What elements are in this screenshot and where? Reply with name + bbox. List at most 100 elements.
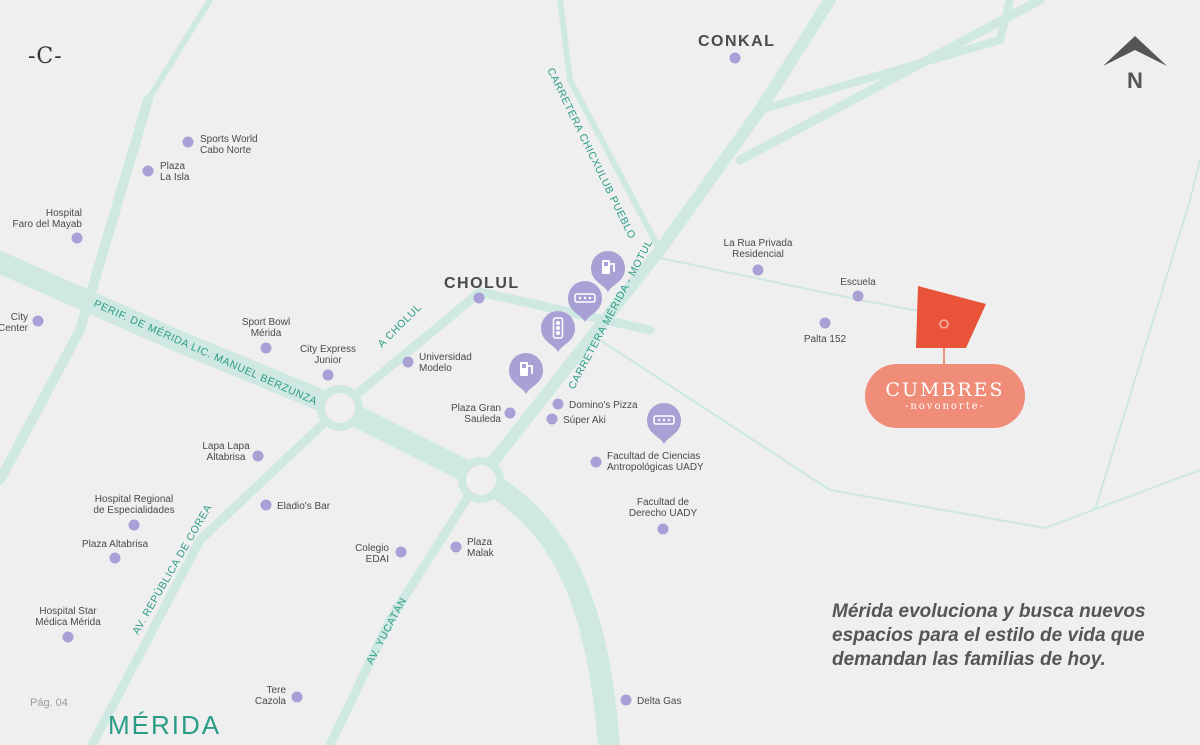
road-east-2 [599,339,1200,530]
tagline: Mérida evoluciona y busca nuevos espacio… [832,601,1146,670]
poi-city-center: City Center [0,312,44,334]
road-conkal-north [735,0,1045,165]
town-cholul-dot [473,292,485,304]
road-label-republica-corea: AV. REPÚBLICA DE COREA [129,502,214,637]
svg-text:Plaza Gran: Plaza Gran [451,403,501,414]
svg-text:Palta 152: Palta 152 [804,334,847,345]
svg-text:Antropológicas UADY: Antropológicas UADY [607,462,704,473]
svg-text:La Isla: La Isla [160,172,190,183]
poi-sports-world: Sports World Cabo Norte [182,134,258,156]
poi-tere-cazola: Tere Cazola [255,685,303,707]
svg-text:de Especialidades: de Especialidades [93,505,174,516]
poi-dominos: Domino's Pizza [552,398,638,411]
project-badge: CUMBRES -novonorte- [865,364,1025,428]
poi-hosp-regional: Hospital Regional de Especialidades [93,494,175,531]
restaurant-icon [647,403,681,444]
road-east-1 [659,257,941,316]
road-a-cholul [335,287,655,413]
svg-text:Escuela: Escuela [840,277,876,288]
svg-text:Tere: Tere [267,685,287,696]
svg-text:Universidad: Universidad [419,352,472,363]
restaurant-icon [568,281,602,322]
poi-eladios: Eladio's Bar [260,499,331,512]
poi-fac-antropologicas: Facultad de Ciencias Antropológicas UADY [590,451,704,473]
page-number: Pág. 04 [30,697,68,709]
svg-text:Mérida: Mérida [251,328,282,339]
svg-text:City Express: City Express [300,344,356,355]
svg-text:Eladio's Bar: Eladio's Bar [277,501,331,512]
svg-text:Hospital Star: Hospital Star [39,606,97,617]
svg-text:Derecho UADY: Derecho UADY [629,508,698,519]
road-chicxulub [557,0,663,253]
poi-la-rua: La Rua Privada Residencial [724,238,793,276]
svg-text:Plaza: Plaza [160,161,185,172]
svg-text:Hospital Regional: Hospital Regional [95,494,173,505]
svg-text:Center: Center [0,323,29,334]
svg-text:Plaza: Plaza [467,537,492,548]
poi-plaza-isla: Plaza La Isla [142,161,190,183]
town-cholul: CHOLUL [444,275,520,292]
svg-text:Delta Gas: Delta Gas [637,696,681,707]
svg-text:Sauleda: Sauleda [464,414,501,425]
roundabout-1 [317,385,363,431]
poi-super-aki: Súper Aki [546,413,606,426]
traffic-light-icon [541,311,575,352]
town-conkal-dot [729,52,741,64]
svg-text:Sports World: Sports World [200,134,258,145]
compass: N [1103,36,1167,93]
svg-text:Malak: Malak [467,548,495,559]
svg-text:EDAI: EDAI [366,554,389,565]
svg-text:Colegio: Colegio [355,543,389,554]
svg-text:Médica Mérida: Médica Mérida [35,617,101,628]
poi-colegio-edai: Colegio EDAI [355,543,407,565]
project-name: CUMBRES [885,379,1005,401]
svg-text:Facultad de: Facultad de [637,497,690,508]
brand-logo: -C- [28,44,63,69]
road-periferico-south [469,467,620,745]
svg-text:Altabrisa: Altabrisa [207,452,246,463]
poi-city-express: City Express Junior [300,344,356,381]
roundabout-2 [458,457,504,503]
road-label-periferico: PERIF. DE MÉRIDA LIC. MANUEL BERZUNZA [92,297,320,408]
city-title: MÉRIDA [108,710,222,740]
gas-station-icon [591,251,625,292]
poi-escuela: Escuela [840,277,876,302]
svg-text:Lapa Lapa: Lapa Lapa [202,441,250,452]
poi-lapa-lapa: Lapa Lapa Altabrisa [202,441,264,463]
north-arrow-icon [1103,36,1167,66]
poi-delta-gas: Delta Gas [620,694,681,707]
svg-text:Cabo Norte: Cabo Norte [200,145,252,156]
road-north-west [0,95,153,485]
road-east-3 [1094,159,1200,511]
project-plot [916,286,986,348]
poi-faro-mayab: Hospital Faro del Mayab [13,208,83,244]
poi-plaza-altabrisa: Plaza Altabrisa [82,539,149,564]
road-label-yucatan: AV. YUCATÁN [363,595,409,666]
svg-text:Cazola: Cazola [255,696,287,707]
compass-label: N [1127,68,1143,93]
poi-palta: Palta 152 [804,317,847,345]
road-label-chicxulub: CARRETERA CHICXULUB PUEBLO [544,66,638,241]
poi-fac-derecho: Facultad de Derecho UADY [629,497,698,535]
town-conkal: CONKAL [698,33,775,50]
svg-text:Residencial: Residencial [732,249,784,260]
project-subtitle: -novonorte- [904,401,986,412]
poi-hosp-star: Hospital Star Médica Mérida [35,606,101,643]
road-yucatan [325,473,485,745]
poi-plaza-sauleda: Plaza Gran Sauleda [451,403,516,425]
svg-text:Hospital: Hospital [46,208,82,219]
road-conkal-2 [756,0,1014,114]
svg-text:Plaza Altabrisa: Plaza Altabrisa [82,539,149,550]
svg-text:Sport Bowl: Sport Bowl [242,317,290,328]
poi-univ-modelo: Universidad Modelo [402,352,472,374]
svg-text:City: City [11,312,28,323]
svg-text:Faro del Mayab: Faro del Mayab [13,219,83,230]
svg-text:Súper Aki: Súper Aki [563,415,606,426]
svg-text:Facultad de Ciencias: Facultad de Ciencias [607,451,700,462]
poi-plaza-malak: Plaza Malak [450,537,495,559]
poi-sport-bowl: Sport Bowl Mérida [242,317,290,354]
road-north-west-2 [145,0,213,103]
road-republica-corea [87,403,345,745]
